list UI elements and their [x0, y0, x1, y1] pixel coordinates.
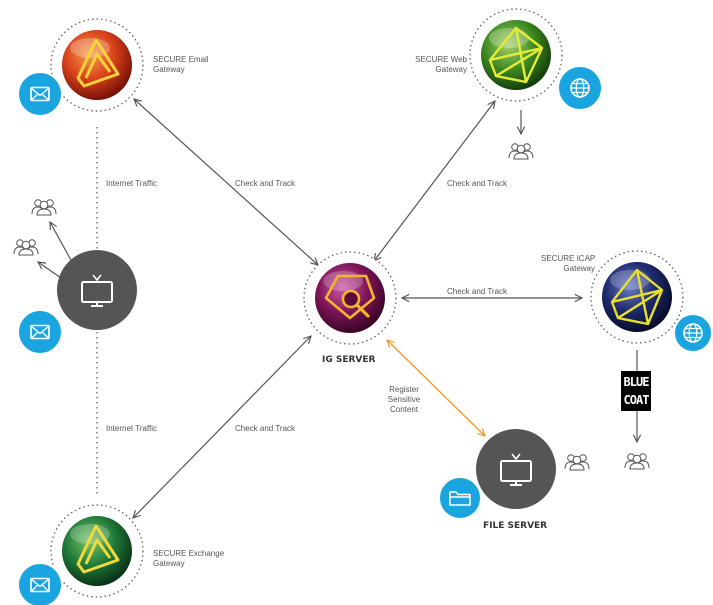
web-badge[interactable]	[557, 65, 603, 111]
file-server-folder-badge[interactable]	[438, 476, 482, 520]
folder-icon	[449, 491, 471, 506]
users-icon	[13, 239, 39, 256]
file-server-title: FILE SERVER	[483, 521, 548, 531]
exchange-gateway-label: SECURE Exchange Gateway	[153, 549, 225, 568]
email-ig-arrow	[134, 99, 318, 265]
ig-exchange-arrow	[133, 336, 311, 518]
ig-server-orb[interactable]	[315, 263, 385, 333]
users-icon	[624, 453, 650, 470]
register-content-label: Register Sensitive Content	[387, 385, 421, 414]
web-gateway-label: SECURE Web Gateway	[415, 55, 467, 74]
exchange-gateway-orb[interactable]	[62, 516, 132, 586]
ig-fileserver-arrow	[387, 340, 485, 436]
users-icon	[31, 199, 57, 216]
client-email-badge[interactable]	[17, 309, 63, 355]
device-users-arrow-1	[50, 222, 73, 263]
web-gateway-orb[interactable]	[481, 20, 551, 90]
web-ig-arrow	[374, 101, 495, 261]
file-server-device[interactable]	[476, 429, 556, 509]
client-device[interactable]	[57, 250, 137, 330]
check-track-label-icap: Check and Track	[447, 287, 508, 296]
check-track-label-email: Check and Track	[235, 179, 296, 188]
internet-traffic-label-top: Internet Traffic	[106, 179, 157, 188]
bluecoat-logo: BLUE COAT	[621, 371, 651, 411]
ig-server-title: IG SERVER	[322, 355, 376, 365]
email-gateway-orb[interactable]	[62, 30, 132, 100]
check-track-label-web: Check and Track	[447, 179, 508, 188]
icap-gateway-orb[interactable]	[602, 262, 672, 332]
exchange-email-badge[interactable]	[17, 562, 63, 605]
users-icon	[564, 454, 590, 471]
icap-web-badge[interactable]	[673, 313, 713, 353]
icap-gateway-label: SECURE ICAP Gateway	[541, 254, 596, 273]
internet-traffic-label-bottom: Internet Traffic	[106, 424, 157, 433]
email-badge[interactable]	[17, 71, 63, 117]
users-icon	[508, 143, 534, 160]
email-gateway-label: SECURE Email Gateway	[153, 55, 209, 74]
check-track-label-exchange: Check and Track	[235, 424, 296, 433]
